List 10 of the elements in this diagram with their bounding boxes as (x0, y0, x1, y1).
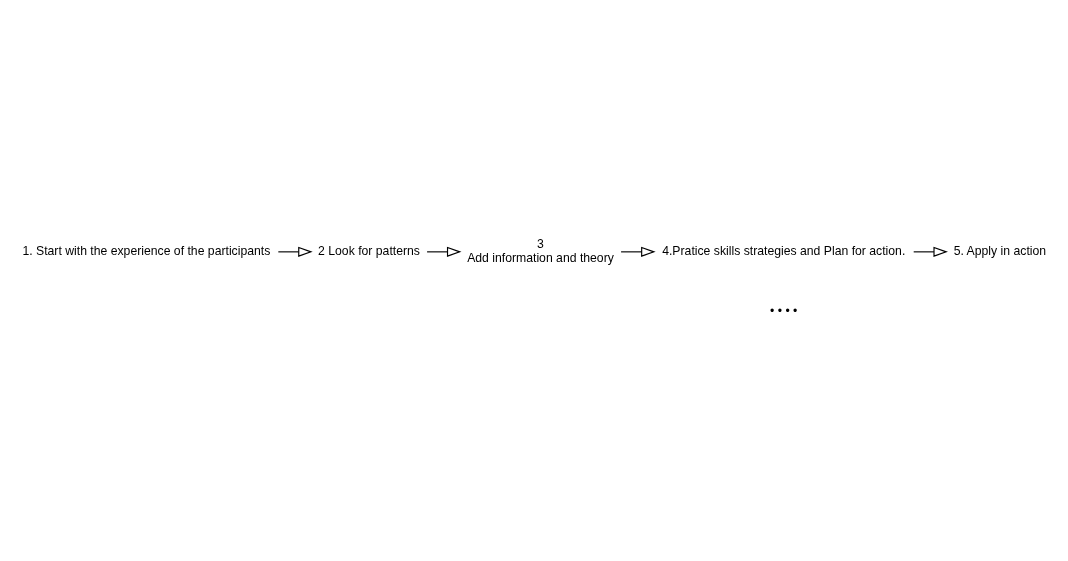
node-text: 2 Look for patterns (318, 243, 420, 258)
node-text: 5. Apply in action (953, 243, 1047, 258)
label: • • • • (770, 304, 798, 319)
node-text: 3 Add information and theory (467, 236, 614, 265)
arrow (620, 246, 656, 257)
arrow (277, 246, 313, 257)
arrow (426, 246, 462, 257)
node-text: 4.Pratice skills strategies and Plan for action. (662, 243, 906, 258)
arrow (913, 246, 948, 257)
node-text: 1. Start with the experience of the participants (22, 243, 271, 258)
